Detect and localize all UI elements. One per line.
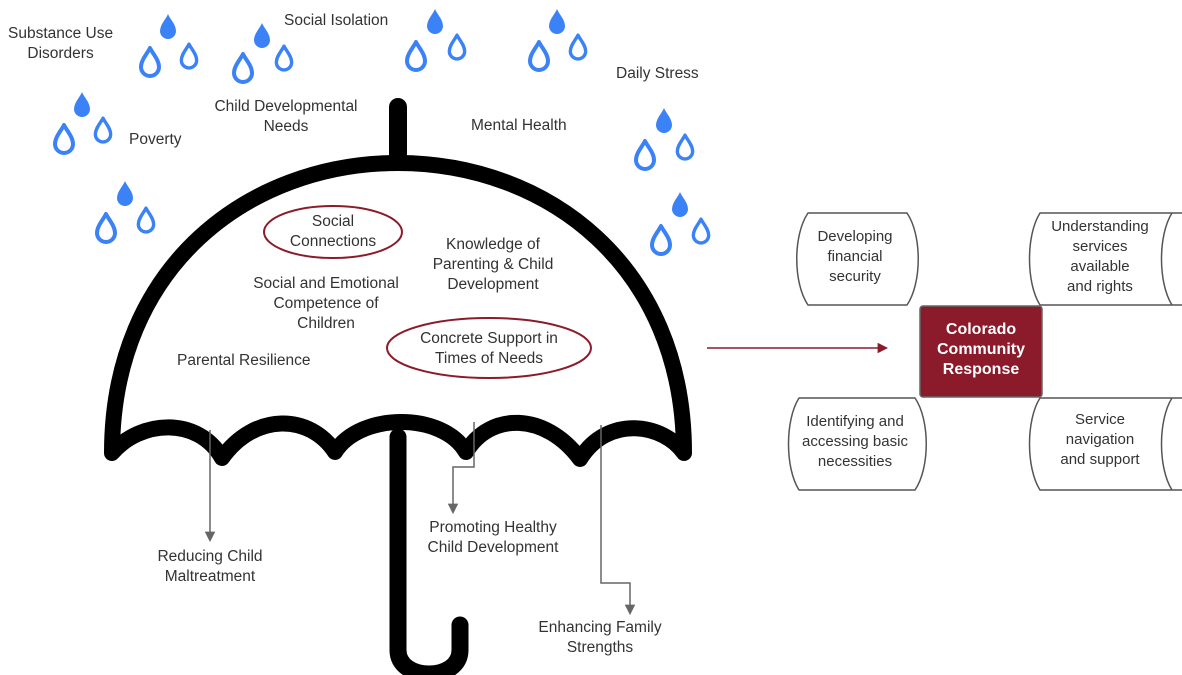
raindrop-icon [139, 15, 199, 78]
raindrop-icon [528, 10, 588, 72]
label-social-emotional: Social and Emotional Competence of Child… [253, 275, 399, 332]
label-enhancing-strengths: Enhancing Family Strengths [538, 619, 662, 656]
label-substance-use: Substance Use Disorders [8, 25, 114, 62]
card-label-services: Understanding services available and rig… [1051, 218, 1149, 295]
card-label-necessities: Identifying and accessing basic necessit… [802, 413, 908, 470]
raindrop-icon [405, 10, 467, 72]
ccr-center-label: Colorado Community Response [937, 321, 1025, 378]
label-daily-stress: Daily Stress [616, 65, 699, 82]
card-basic-necessities [787, 397, 927, 491]
ccr-center-box [919, 305, 1043, 398]
connector-development [447, 422, 475, 515]
oval-concrete-support [386, 317, 592, 379]
card-label-financial: Developing financial security [817, 228, 893, 285]
label-knowledge-parenting: Knowledge of Parenting & Child Developme… [432, 236, 554, 293]
label-concrete-support: Concrete Support in Times of Needs [420, 330, 558, 367]
raindrop-icon [634, 109, 695, 171]
label-social-connections: Social Connections [289, 213, 377, 250]
umbrella-canopy [104, 155, 692, 467]
label-mental-health: Mental Health [471, 117, 567, 134]
card-service-navigation [1028, 397, 1182, 491]
label-child-dev-needs: Child Developmental Needs [214, 98, 358, 135]
umbrella-handle [389, 428, 469, 675]
raindrop-icon [95, 182, 156, 244]
umbrella-icon [104, 98, 692, 675]
raindrop-icon [232, 23, 294, 84]
connector-strengths [600, 425, 636, 616]
outcome-connectors [204, 422, 636, 616]
label-poverty: Poverty [129, 131, 182, 148]
card-financial-security [796, 212, 919, 306]
label-reducing-maltreatment: Reducing Child Maltreatment [157, 548, 263, 585]
raindrop-icon [650, 193, 711, 256]
card-label-navigation: Service navigation and support [1060, 411, 1140, 468]
label-social-isolation: Social Isolation [284, 12, 389, 29]
label-parental-resilience: Parental Resilience [177, 352, 311, 369]
raindrop-icon [53, 93, 113, 155]
oval-social-connections [263, 205, 403, 259]
highlight-ovals [263, 205, 592, 379]
label-promoting-development: Promoting Healthy Child Development [427, 519, 559, 556]
